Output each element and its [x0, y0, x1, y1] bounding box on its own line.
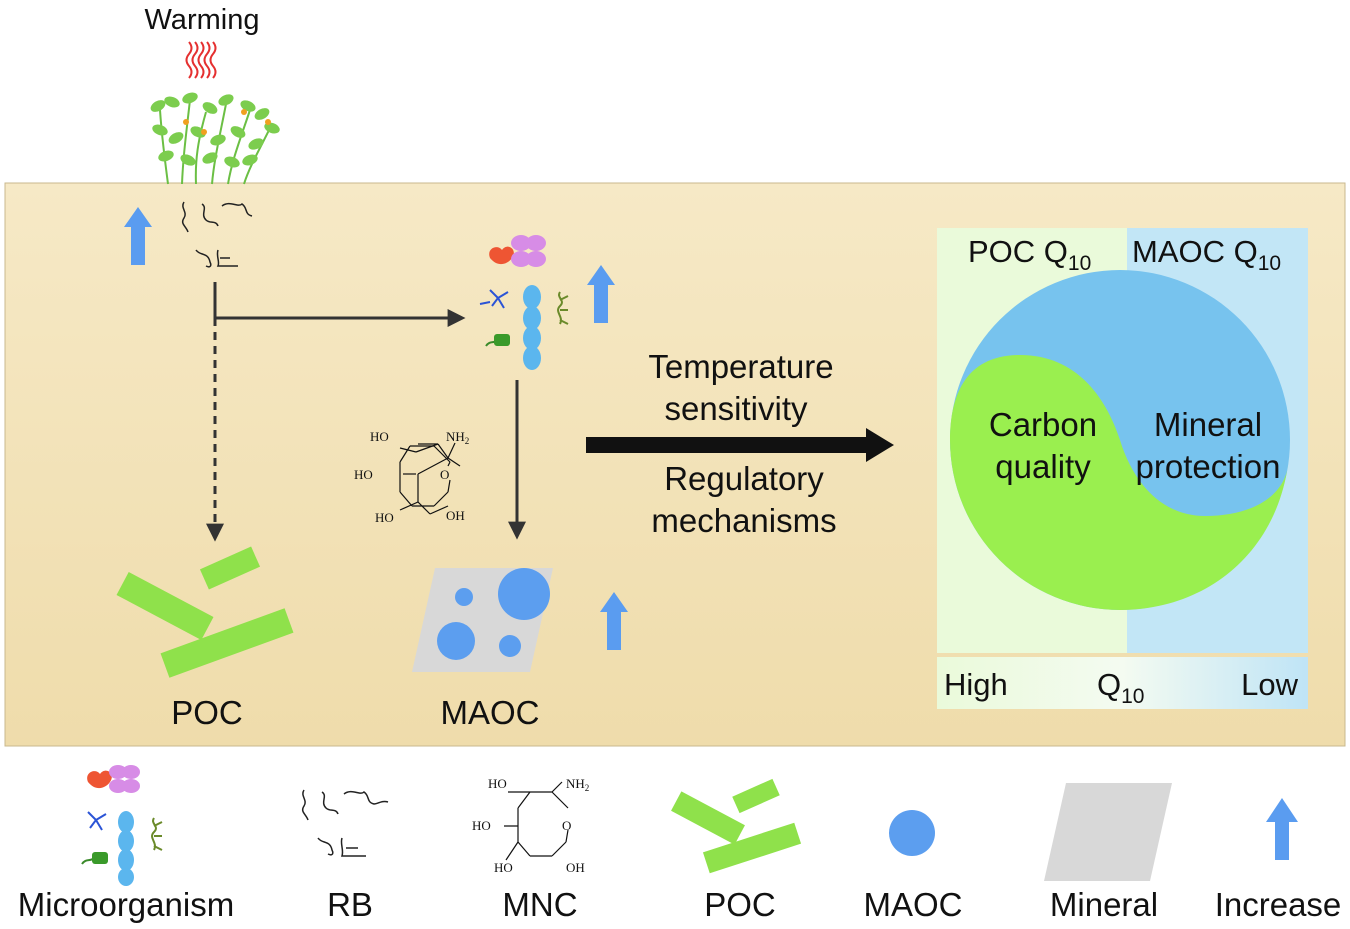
- chem-ho3: HO: [375, 510, 394, 525]
- legend-chem-ho1: HO: [488, 776, 507, 791]
- legend-chem-nh2: NH2: [566, 776, 589, 793]
- chem-ho1: HO: [370, 429, 389, 444]
- regulatory-label: Regulatory: [664, 460, 824, 497]
- legend-chem-o: O: [562, 818, 571, 833]
- legend-poc-label: POC: [704, 886, 776, 923]
- legend-rb-label: RB: [327, 886, 373, 923]
- chem-nh2: NH2: [446, 429, 469, 446]
- chem-ho2: HO: [354, 467, 373, 482]
- heat-waves-icon: [185, 41, 217, 79]
- warming-label: Warming: [145, 4, 260, 36]
- maoc-q10-header: MAOC Q10: [1132, 234, 1281, 275]
- legend-maoc-icon: [889, 810, 935, 856]
- quality-label: quality: [995, 448, 1091, 485]
- mnc-structure: HO NH2 HO O HO OH: [354, 429, 469, 525]
- maoc-label: MAOC: [441, 694, 540, 731]
- legend-mineral-icon: [1044, 783, 1172, 881]
- sensitivity-label: sensitivity: [664, 390, 808, 427]
- poc-q10-header: POC Q10: [968, 234, 1091, 275]
- legend-microorganism-label: Microorganism: [18, 886, 234, 923]
- root-biomass-icon: [181, 201, 253, 268]
- scale-q10-label: Q10: [1097, 667, 1144, 708]
- legend-increase-icon: [1266, 798, 1298, 860]
- legend-chem-oh: OH: [566, 860, 585, 875]
- legend-poc-icon: [671, 778, 802, 874]
- legend: Microorganism RB HO NH2 HO O HO OH MNC: [18, 765, 1341, 923]
- scale-high-label: High: [944, 667, 1008, 702]
- legend-rb-icon: [301, 789, 389, 857]
- mechanisms-label: mechanisms: [651, 502, 836, 539]
- scale-low-label: Low: [1241, 667, 1298, 702]
- carbon-label: Carbon: [989, 406, 1097, 443]
- protection-label: protection: [1136, 448, 1281, 485]
- microorganism-icon: [479, 235, 569, 370]
- poc-icon: [116, 546, 294, 678]
- q10-panel: POC Q10 MAOC Q10 Carbon quality Mineral …: [937, 228, 1308, 709]
- chem-o: O: [440, 467, 449, 482]
- legend-maoc-label: MAOC: [864, 886, 963, 923]
- legend-increase-label: Increase: [1215, 886, 1342, 923]
- big-right-arrow: [586, 428, 894, 462]
- plants-icon: [150, 92, 280, 185]
- legend-microorganism-icon: [81, 765, 163, 886]
- poc-label: POC: [171, 694, 243, 731]
- legend-mnc-icon: HO NH2 HO O HO OH: [472, 776, 589, 875]
- legend-chem-ho2: HO: [472, 818, 491, 833]
- chem-oh: OH: [446, 508, 465, 523]
- maoc-icon: [412, 568, 553, 672]
- legend-mnc-label: MNC: [502, 886, 577, 923]
- legend-mineral-label: Mineral: [1050, 886, 1158, 923]
- legend-chem-ho3: HO: [494, 860, 513, 875]
- q10-scale-bar: [937, 657, 1308, 709]
- temperature-label: Temperature: [648, 348, 833, 385]
- mineral-label: Mineral: [1154, 406, 1262, 443]
